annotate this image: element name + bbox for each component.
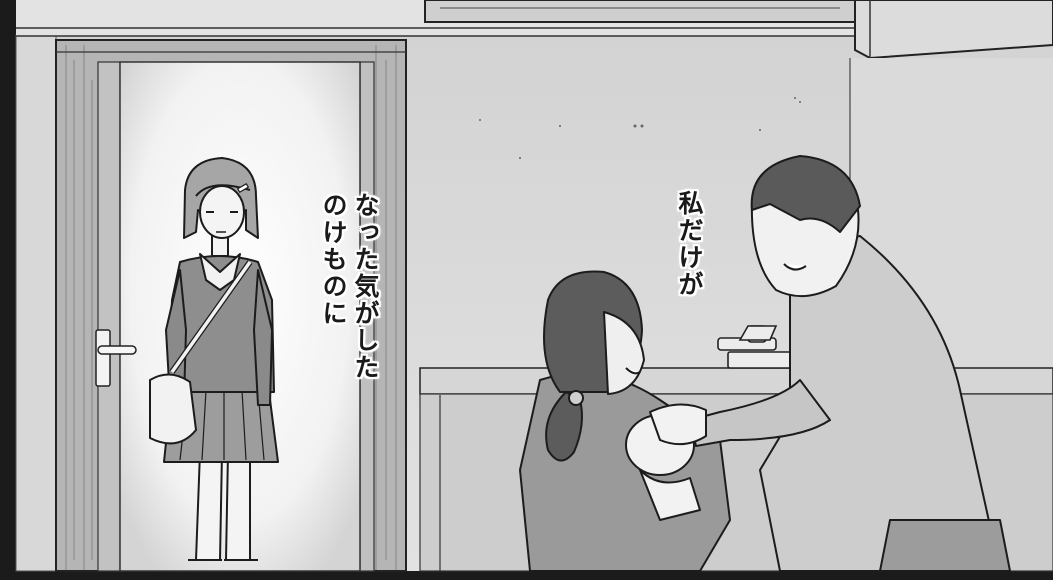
right-upper-cabinet — [854, 0, 1053, 60]
faucet — [717, 325, 799, 369]
father-figure — [649, 155, 1011, 572]
caption-narration-right: 私だけが — [674, 190, 705, 298]
girl-figure — [149, 157, 279, 561]
caption-narration-left-col2: なった気がした — [350, 192, 381, 381]
caption-left-line2: なった気がした — [351, 192, 380, 381]
door-handle — [95, 329, 137, 387]
caption-narration-left: のけものに — [318, 192, 349, 327]
left-border — [0, 0, 16, 580]
left-wall — [15, 34, 57, 572]
caption-right-text: 私だけが — [675, 190, 704, 298]
bottom-border — [0, 571, 1053, 580]
caption-left-line1: のけものに — [319, 192, 348, 327]
upper-cabinet-frame — [424, 0, 856, 23]
door-leaf — [97, 61, 121, 572]
